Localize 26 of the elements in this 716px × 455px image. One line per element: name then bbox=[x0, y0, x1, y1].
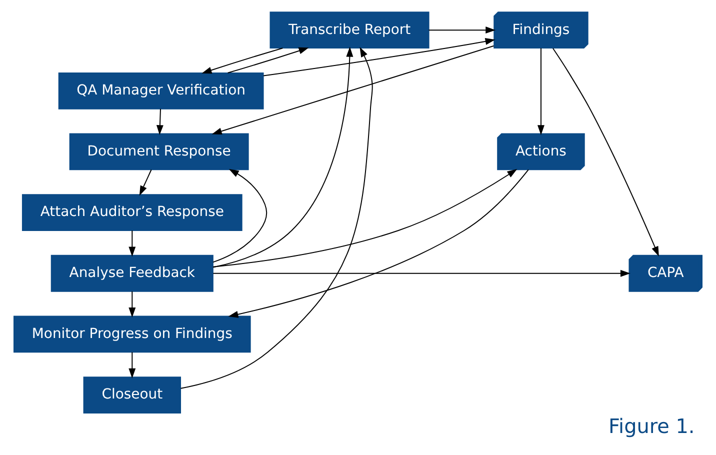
node-box: Attach Auditor’s Response bbox=[22, 194, 242, 231]
arrow bbox=[212, 169, 518, 268]
node-box: Closeout bbox=[83, 376, 181, 414]
arrow bbox=[212, 168, 268, 263]
arrow bbox=[180, 46, 373, 389]
node-box: QA Manager Verification bbox=[58, 72, 264, 110]
arrow bbox=[128, 352, 136, 378]
node-box: Analyse Feedback bbox=[50, 254, 214, 292]
arrow bbox=[156, 108, 164, 136]
arrow bbox=[552, 48, 659, 256]
node-box: Document Response bbox=[69, 133, 249, 170]
node-box: Monitor Progress on Findings bbox=[14, 316, 251, 353]
arrow bbox=[537, 48, 544, 136]
arrow bbox=[228, 169, 529, 318]
arrow bbox=[263, 38, 496, 76]
arrow bbox=[428, 26, 496, 34]
arrow bbox=[212, 270, 630, 277]
node-box: Transcribe Report bbox=[270, 12, 430, 49]
arrow bbox=[212, 45, 494, 135]
arrow bbox=[139, 169, 152, 196]
arrow bbox=[212, 46, 354, 268]
arrow bbox=[128, 230, 136, 257]
arrow bbox=[202, 48, 284, 74]
caption: Figure 1. bbox=[608, 414, 695, 438]
arrow bbox=[227, 47, 309, 74]
arrow bbox=[128, 290, 136, 318]
